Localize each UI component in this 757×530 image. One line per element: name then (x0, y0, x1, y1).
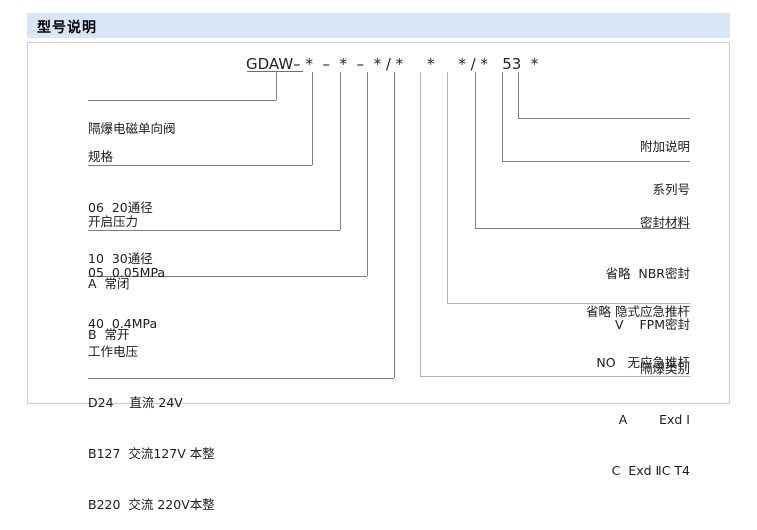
model-prefix-underline (247, 71, 303, 72)
left-valve-state-line-0: A 常闭 (88, 276, 130, 291)
section-title-bar (27, 13, 730, 38)
right-seal-material-line-1: 省略 NBR密封 (605, 266, 690, 281)
left-working-voltage-line-1: D24 直流 24V (88, 395, 183, 410)
left-group-product-name: 隔爆电磁单向阀 (88, 86, 176, 154)
right-group-seal-material: 密封材料 省略 NBR密封 V FPM密封 (470, 180, 690, 350)
leader-h-emergency-push-rod (447, 303, 690, 304)
leader-v-series-number (502, 72, 503, 161)
leader-h-opening-pressure (88, 230, 340, 231)
right-seal-material-line-0: 密封材料 (639, 215, 690, 230)
leader-h-working-voltage (88, 378, 394, 379)
leader-h-specification (88, 165, 312, 166)
leader-v-working-voltage (394, 72, 395, 378)
left-group-working-voltage: 工作电压 D24 直流 24V B127 交流127V 本整 B220 交流 2… (88, 309, 215, 530)
left-opening-pressure-line-1: 05 0.05MPa (88, 265, 166, 280)
right-group-explosion-proof-class: 隔爆类别 A Exd Ⅰ C Exd ⅡC T4 (460, 326, 690, 496)
right-explosion-proof-class-line-2: C Exd ⅡC T4 (611, 463, 690, 478)
leader-h-explosion-proof-class (420, 376, 690, 377)
leader-h-valve-state (88, 276, 367, 277)
right-seal-material-line-2: V FPM密封 (615, 317, 690, 332)
model-code-string: GDAW– * – * – * / * * * / * 53 * (246, 55, 539, 73)
left-opening-pressure-line-0: 开启压力 (88, 214, 139, 229)
left-group-opening-pressure: 开启压力 05 0.05MPa 40 0.4MPa (88, 179, 165, 349)
left-valve-state-line-1: B 常开 (88, 327, 130, 342)
right-emergency-push-rod-line-1: NO 无应急推杆 (596, 355, 690, 370)
leader-v-emergency-push-rod (447, 72, 448, 303)
leader-h-series-number (502, 161, 690, 162)
right-series-number-line-0: 系列号 (652, 182, 690, 197)
left-working-voltage-line-2: B127 交流127V 本整 (88, 446, 215, 461)
left-specification-line-0: 规格 (88, 149, 114, 164)
page-title: 型号说明 (37, 20, 97, 36)
leader-v-specification (312, 72, 313, 165)
left-group-specification: 规格 06 20通径 10 30通径 (88, 114, 153, 284)
right-emergency-push-rod-line-0: 省略 隐式应急推杆 (586, 304, 690, 319)
left-product-name-line-0: 隔爆电磁单向阀 (88, 121, 176, 136)
right-group-series-number: 系列号 (490, 147, 690, 215)
leader-v-explosion-proof-class (420, 72, 421, 376)
left-specification-line-2: 10 30通径 (88, 251, 153, 266)
leader-h-seal-material (475, 228, 690, 229)
left-opening-pressure-line-2: 40 0.4MPa (88, 316, 158, 331)
left-specification-line-1: 06 20通径 (88, 200, 153, 215)
leader-v-product-name (276, 72, 277, 100)
right-group-additional-note: 附加说明 (490, 104, 690, 172)
left-group-valve-state: A 常闭 B 常开 (88, 241, 130, 360)
leader-v-valve-state (367, 72, 368, 276)
leader-v-additional-note (518, 72, 519, 118)
right-explosion-proof-class-line-1: A Exd Ⅰ (618, 412, 690, 427)
left-working-voltage-line-0: 工作电压 (88, 344, 139, 359)
right-additional-note-line-0: 附加说明 (639, 139, 690, 154)
leader-v-opening-pressure (340, 72, 341, 230)
right-group-emergency-push-rod: 省略 隐式应急推杆 NO 无应急推杆 (460, 269, 690, 388)
left-working-voltage-line-3: B220 交流 220V本整 (88, 497, 215, 512)
leader-v-seal-material (475, 72, 476, 228)
leader-h-product-name (88, 100, 276, 101)
leader-h-additional-note (518, 118, 690, 119)
diagram-panel (27, 42, 730, 404)
right-explosion-proof-class-line-0: 隔爆类别 (639, 361, 690, 376)
